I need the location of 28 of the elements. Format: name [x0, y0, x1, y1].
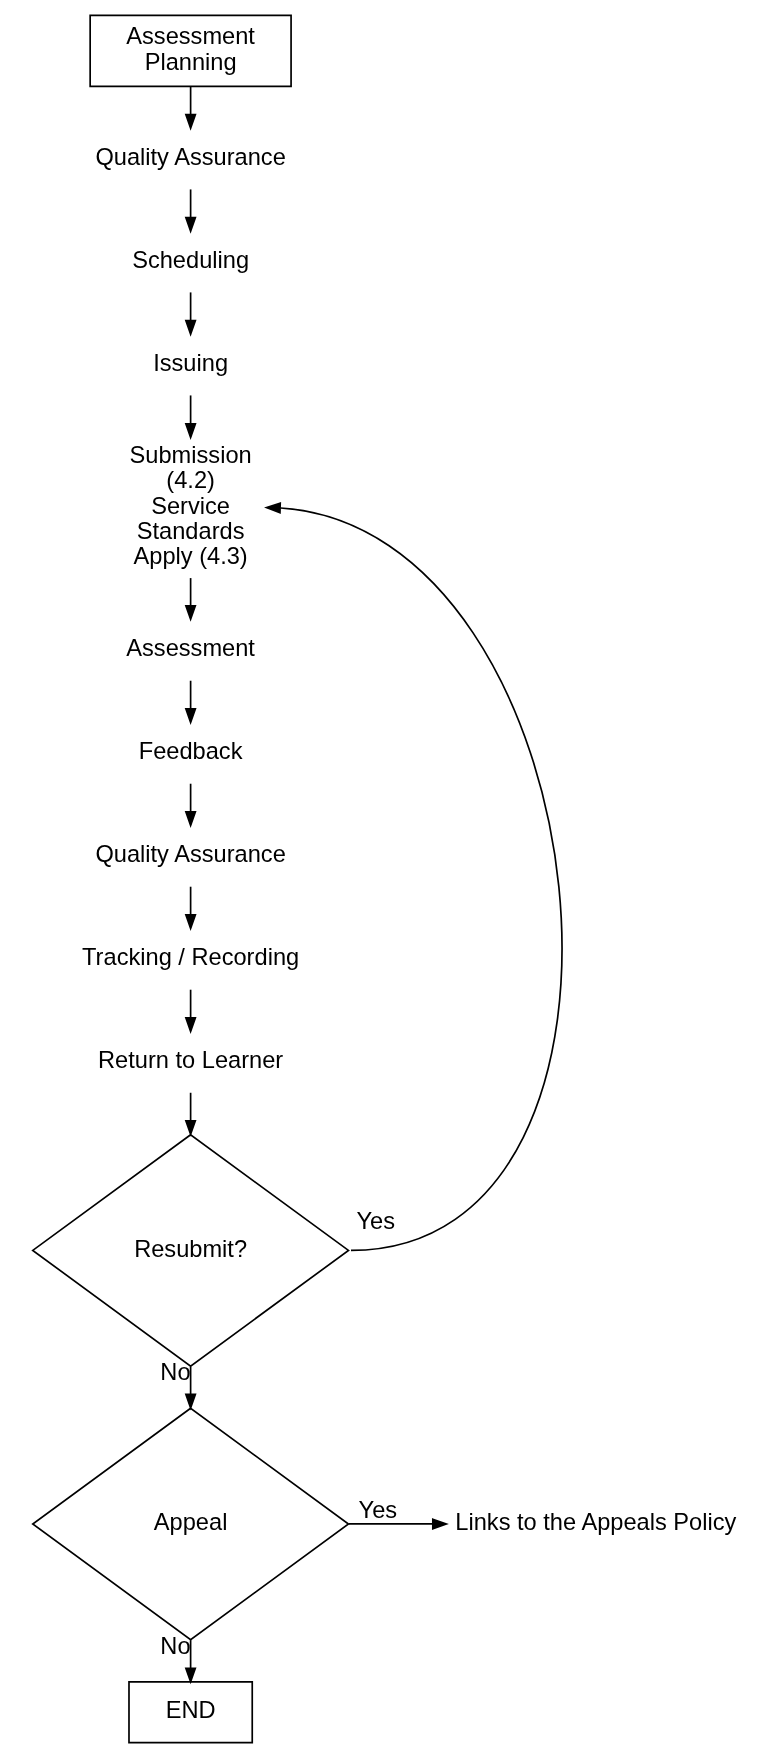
node-text: Quality Assurance [95, 841, 286, 868]
arrow [184, 988, 197, 1034]
arrow [184, 188, 197, 234]
node-text: Feedback [138, 738, 243, 765]
node-text: Quality Assurance [95, 144, 286, 171]
edge-label: Yes [358, 1496, 398, 1523]
node-text: Return to Learner [98, 1047, 284, 1074]
edge-label: Yes [356, 1208, 396, 1234]
arrow [264, 502, 563, 1252]
node-text: Scheduling [132, 247, 250, 274]
node-text: Links to the Appeals Policy [455, 1509, 737, 1536]
node-text: Submission (4.2) Service Standards Apply (4.3) [129, 442, 252, 570]
arrow [184, 85, 197, 131]
arrow [184, 1091, 197, 1137]
arrow [348, 1518, 449, 1530]
node-text: Assessment [126, 635, 255, 662]
node-box: END [128, 1680, 254, 1744]
arrow [184, 1639, 197, 1685]
arrow [184, 291, 197, 337]
node-box: Assessment Planning [89, 14, 292, 88]
arrow [184, 679, 197, 725]
arrow [184, 885, 197, 931]
arrow [184, 782, 197, 828]
arrow [184, 394, 197, 440]
arrow [184, 577, 197, 622]
node-text: Issuing [153, 350, 229, 377]
arrow [184, 1365, 197, 1411]
node-text: Tracking / Recording [82, 944, 300, 971]
